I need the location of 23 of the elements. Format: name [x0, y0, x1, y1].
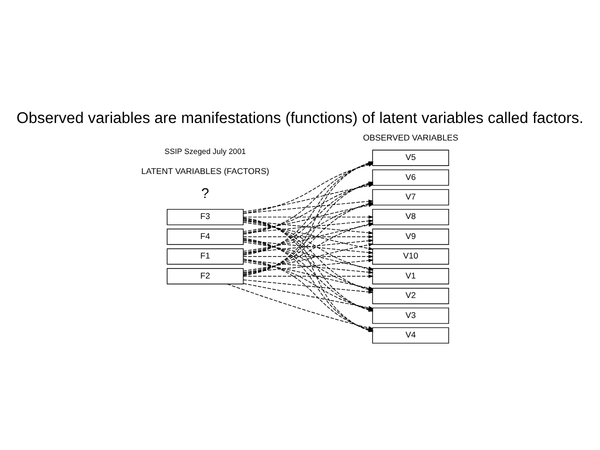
arrow	[243, 214, 374, 218]
node-box: F2	[166, 268, 244, 284]
node-box: V8	[372, 208, 450, 225]
node-box: V6	[372, 168, 450, 186]
node-box: V10	[372, 248, 450, 264]
label: SSIP Szeged July 2001	[164, 146, 246, 156]
label: ?	[201, 184, 210, 201]
node-box: F3	[166, 208, 244, 225]
label: LATENT VARIABLES (FACTORS)	[141, 166, 270, 176]
node-box: V4	[372, 326, 450, 344]
diagram-title: Observed variables are manifestations (functions) of latent variables called factors.	[16, 110, 584, 127]
node-box: V7	[372, 188, 450, 205]
node-box: V3	[372, 307, 450, 324]
node-box: V5	[372, 149, 450, 166]
arrow	[243, 274, 374, 278]
label: OBSERVED VARIABLES	[362, 132, 458, 142]
arrow	[243, 254, 374, 258]
node-box: F4	[166, 228, 244, 244]
node-box: V2	[372, 287, 450, 304]
node-box: F1	[166, 248, 244, 264]
node-box: V9	[372, 228, 450, 244]
node-box: V1	[372, 268, 450, 284]
arrow	[243, 234, 374, 238]
